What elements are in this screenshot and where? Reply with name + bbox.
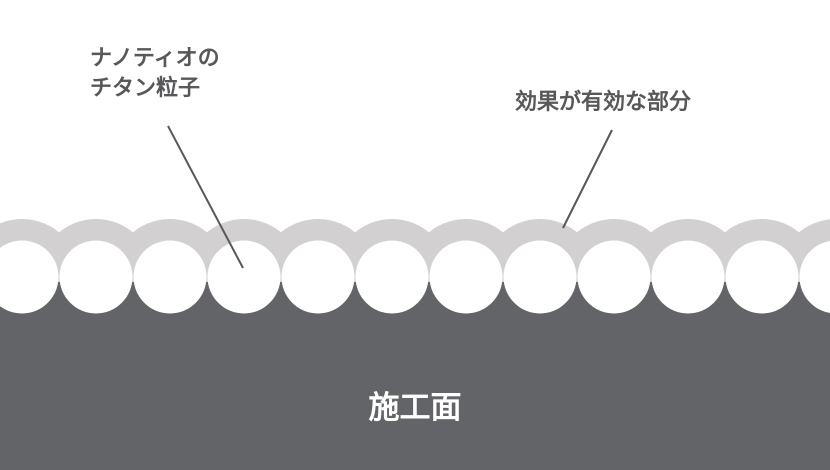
surface-label: 施工面	[368, 390, 462, 426]
application-surface	[0, 282, 830, 470]
titanium-particle	[207, 240, 281, 314]
titanium-particle	[577, 240, 651, 314]
titanium-particle	[59, 240, 133, 314]
effective-area-label: 効果が有効な部分	[515, 90, 692, 115]
titanium-particle	[133, 240, 207, 314]
titanium-particle	[651, 240, 725, 314]
titanium-particle	[355, 240, 429, 314]
titanium-particle	[0, 240, 59, 314]
titanium-particle	[725, 240, 799, 314]
titanium-particles	[0, 240, 830, 314]
particle-label-line1: ナノティオの	[90, 46, 220, 71]
titanium-particle	[281, 240, 355, 314]
particle-label: ナノティオの チタン粒子	[90, 44, 220, 104]
titanium-particle	[429, 240, 503, 314]
titanium-particle	[503, 240, 577, 314]
particle-label-line2: チタン粒子	[90, 76, 201, 101]
titanium-particle	[799, 241, 830, 313]
effective-area-leader-line	[562, 129, 613, 229]
particle-leader-line	[167, 125, 244, 269]
